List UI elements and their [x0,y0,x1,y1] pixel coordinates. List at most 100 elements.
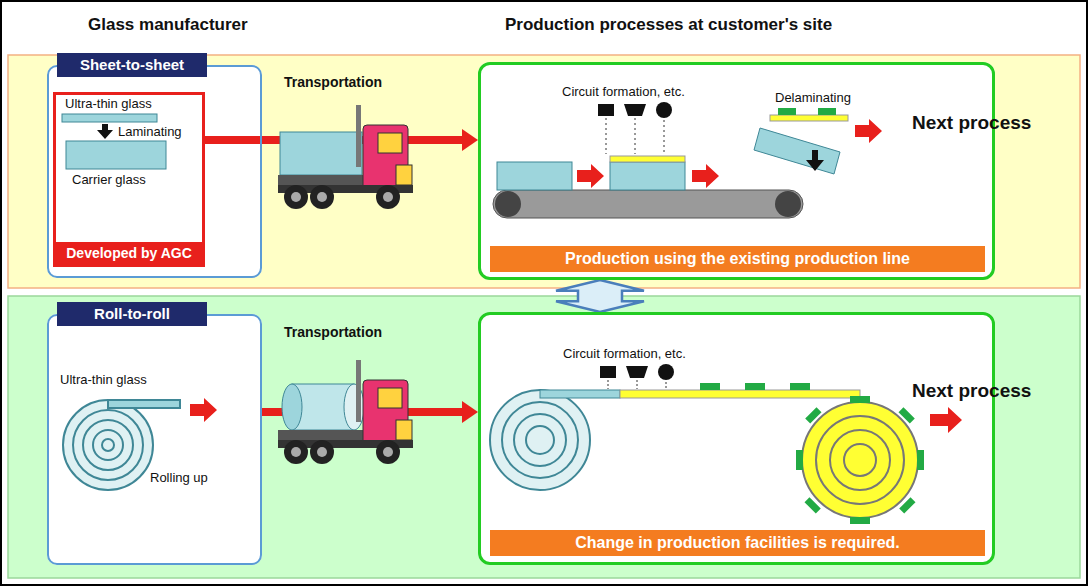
delaminating-figure [818,108,836,115]
glass-sheet [497,156,685,190]
glass-roll [73,410,143,480]
arrow-head [462,401,478,423]
compare-arrow [556,280,644,312]
delaminating-figure [806,150,824,171]
next-label: Next process [912,380,1031,402]
process-arrow [930,407,962,433]
step-label: Circuit formation, etc. [562,84,685,99]
cargo-roll [282,384,364,430]
part-label: Ultra-thin glass [65,96,152,111]
roll-line [540,390,620,398]
part-label: Carrier glass [72,172,146,187]
lamination-figure [66,141,166,169]
glass-sheet [610,162,685,190]
roll-line [796,396,924,524]
roll-line [850,517,870,524]
truck [278,360,413,464]
delaminating-figure [754,108,848,174]
glass-roll [108,400,180,408]
truck [278,105,413,209]
lamination-figure [62,114,157,122]
print-heads [656,102,672,118]
roll-line [830,430,890,490]
roll-line [899,407,915,423]
step-label: Rolling up [150,470,208,485]
method-tab: Sheet-to-sheet [57,53,207,77]
glass-roll [93,430,123,460]
cargo-roll [282,384,302,430]
roll-line [700,383,720,390]
delaminating-figure [754,128,840,174]
delaminating-figure [770,115,848,121]
roll-line [844,444,876,476]
process-panel: Circuit formation, etc.DelaminatingNext … [478,62,995,280]
box-fill [47,65,262,278]
yellow-band [8,55,1080,288]
step-label: Laminating [118,124,182,139]
process-arrow [190,119,962,433]
roll-line [805,407,821,423]
roll-line [805,497,821,513]
process-arrow [190,398,217,422]
lamination-figure [62,114,166,169]
roll-line [917,450,924,470]
roll-line [790,383,810,390]
flow-arrow [556,280,644,312]
green-band [8,296,1080,578]
roll-line [608,380,666,389]
roll-line [490,364,924,524]
roll-line [745,383,765,390]
arrow-head [462,129,478,151]
roll-line [600,366,616,378]
conveyor [775,191,801,217]
box-fill [478,62,995,280]
banner: Change in production facilities is requi… [490,530,985,556]
roll-line [899,497,915,513]
roll-line [490,390,590,490]
print-heads [606,118,664,154]
conveyor [493,190,803,218]
roll-line [802,402,918,518]
roll-line [658,364,674,380]
lamination-box: Ultra-thin glassLaminatingCarrier glassD… [53,92,205,267]
cargo-sheet [280,132,362,175]
part-label: Ultra-thin glass [60,372,147,387]
roll-line [796,450,803,470]
banner: Developed by AGC [56,242,202,264]
box-fill [478,312,995,565]
next-label: Next process [912,112,1031,134]
glass-sheet [497,162,572,190]
edge-label: Transportation [284,74,382,90]
process-panel: Ultra-thin glassLaminatingCarrier glassD… [47,65,262,278]
glass-sheet [610,156,685,162]
roll-line [816,416,904,504]
roll-line [526,426,554,454]
roll-line [620,390,860,398]
conveyor [495,191,521,217]
print-heads [624,104,646,116]
box-fill [47,314,262,565]
glass-roll [102,439,114,451]
conveyor [493,190,803,218]
process-panel: Roll-to-rollUltra-thin glassRolling up [47,314,262,565]
process-arrow [855,119,882,143]
step-label: Delaminating [775,90,851,105]
print-heads [598,102,672,154]
glass-roll [63,400,153,490]
edge-label: Transportation [284,324,382,340]
roll-line [502,402,578,478]
roll-line [514,414,566,466]
process-arrow [692,164,719,188]
banner: Production using the existing production… [490,246,985,272]
roll-line [850,396,870,403]
process-panel: Circuit formation, etc.Next processChang… [478,312,995,565]
heading: Production processes at customer's site [505,15,832,35]
heading: Glass manufacturer [88,15,248,35]
delaminating-figure [778,108,796,115]
method-tab: Roll-to-roll [57,302,207,326]
roll-line [626,366,648,378]
